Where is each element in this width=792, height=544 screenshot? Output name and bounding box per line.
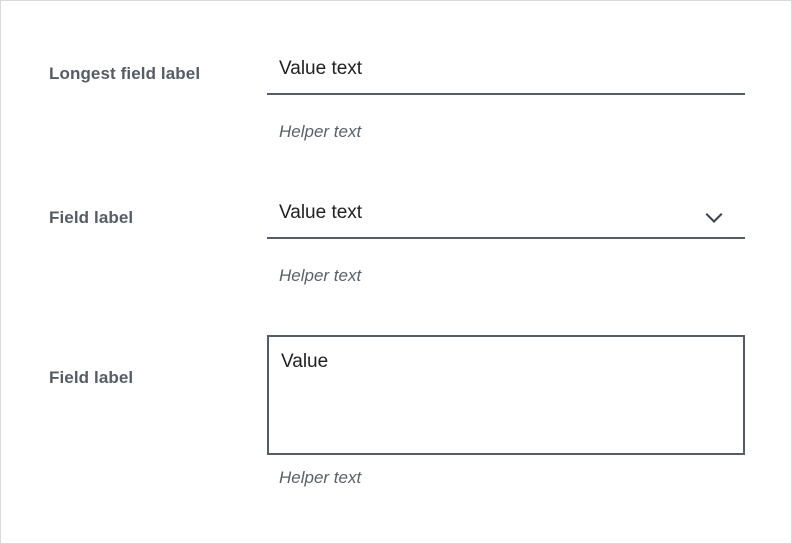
field-label-longest: Longest field label: [49, 64, 201, 83]
chevron-down-icon[interactable]: [703, 207, 725, 229]
helper-text-text-input: Helper text: [279, 122, 362, 141]
select-control: Value text: [267, 201, 745, 239]
text-input-control: Value text: [267, 57, 745, 95]
field-label-textarea: Field label: [49, 368, 134, 387]
text-input-value: Value text: [279, 58, 363, 79]
select-input[interactable]: Value text: [267, 201, 745, 239]
text-input[interactable]: Value text: [267, 57, 745, 95]
textarea-control: Value: [267, 335, 745, 455]
textarea-value: Value: [281, 351, 329, 372]
select-value: Value text: [279, 202, 363, 223]
helper-text-select: Helper text: [279, 266, 362, 285]
helper-text-textarea: Helper text: [279, 468, 362, 487]
field-label-select: Field label: [49, 208, 134, 227]
textarea-input[interactable]: Value: [267, 335, 745, 455]
